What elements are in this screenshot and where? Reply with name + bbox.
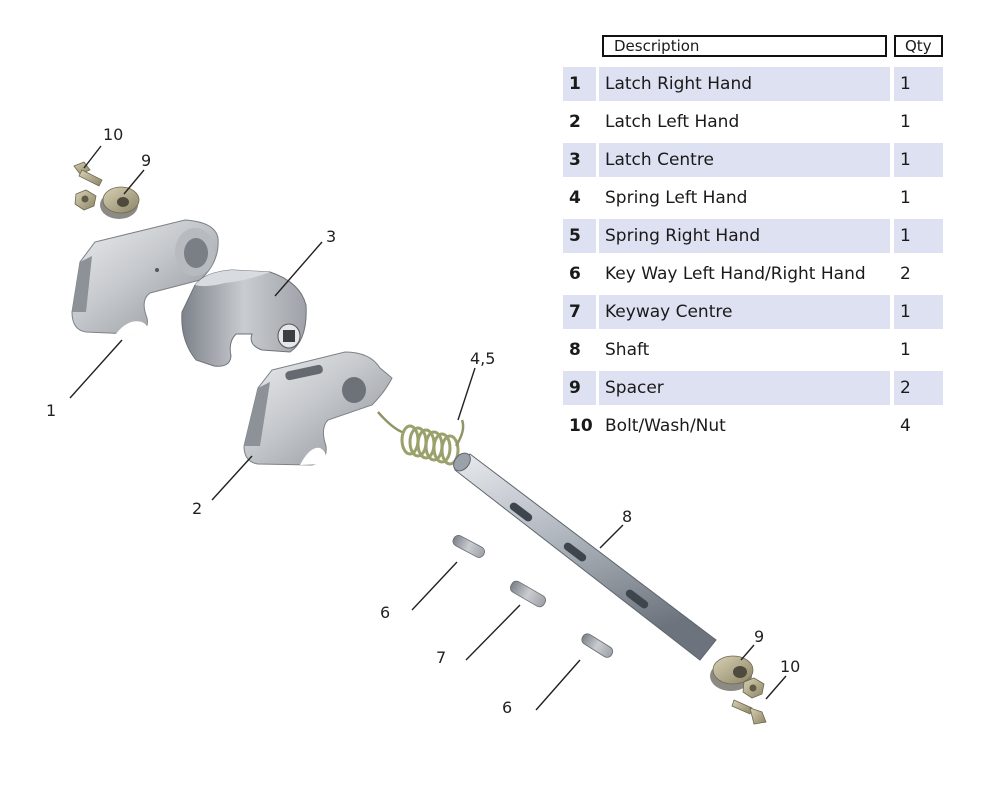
row-description: Latch Left Hand <box>605 112 740 132</box>
row-number: 1 <box>563 67 596 101</box>
row-qty: 1 <box>894 219 943 253</box>
latch-centre-icon <box>181 269 307 367</box>
callout-spring: 4,5 <box>470 349 495 368</box>
table-row: 10 Bolt/Wash/Nut 4 <box>563 409 943 443</box>
callout-latch-right: 1 <box>46 401 56 420</box>
row-qty: 1 <box>894 295 943 329</box>
table-row: 9 Spacer 2 <box>563 371 943 405</box>
row-description: Key Way Left Hand/Right Hand <box>605 264 866 284</box>
row-number: 9 <box>563 371 596 405</box>
callout-shaft: 8 <box>622 507 632 526</box>
row-number: 7 <box>563 295 596 329</box>
table-row: 1 Latch Right Hand 1 <box>563 67 943 101</box>
callout-bolt-top: 10 <box>103 125 123 144</box>
row-description: Spring Left Hand <box>605 188 748 208</box>
row-description: Latch Centre <box>599 143 890 177</box>
callout-spacer-bottom: 9 <box>754 627 764 646</box>
table-row: 4 Spring Left Hand 1 <box>563 181 943 215</box>
spacer-bottom-icon <box>710 655 754 691</box>
row-qty: 1 <box>900 112 911 132</box>
row-number: 10 <box>569 416 593 436</box>
latch-right-hand-icon <box>71 219 219 335</box>
table-row: 6 Key Way Left Hand/Right Hand 2 <box>563 257 943 291</box>
table-row: 7 Keyway Centre 1 <box>563 295 943 329</box>
callout-key-left: 6 <box>380 603 390 622</box>
row-number: 8 <box>569 340 581 360</box>
row-description: Bolt/Wash/Nut <box>605 416 726 436</box>
row-qty: 1 <box>900 188 911 208</box>
table-row: 3 Latch Centre 1 <box>563 143 943 177</box>
bolt-top-icon <box>73 161 103 211</box>
row-qty: 1 <box>900 340 911 360</box>
table-row: 5 Spring Right Hand 1 <box>563 219 943 253</box>
table-row: 2 Latch Left Hand 1 <box>563 105 943 139</box>
row-number: 5 <box>563 219 596 253</box>
callout-latch-left: 2 <box>192 499 202 518</box>
row-description: Spring Right Hand <box>599 219 890 253</box>
callout-key-right: 6 <box>502 698 512 717</box>
callout-spacer-top: 9 <box>141 151 151 170</box>
row-number: 2 <box>569 112 581 132</box>
row-qty: 1 <box>894 67 943 101</box>
row-description: Latch Right Hand <box>599 67 890 101</box>
key-centre-icon <box>509 580 547 608</box>
key-right-icon <box>581 633 614 658</box>
callout-bolt-bottom: 10 <box>780 657 800 676</box>
row-description: Spacer <box>599 371 890 405</box>
key-left-icon <box>452 534 485 558</box>
callout-latch-centre: 3 <box>326 227 336 246</box>
row-qty: 2 <box>894 371 943 405</box>
table-row: 8 Shaft 1 <box>563 333 943 367</box>
table-header-qty: Qty <box>894 35 943 57</box>
row-qty: 2 <box>900 264 911 284</box>
table-header-description: Description <box>602 35 887 57</box>
row-qty: 4 <box>900 416 911 436</box>
row-qty: 1 <box>894 143 943 177</box>
leader-lines <box>69 145 787 711</box>
latch-left-hand-icon <box>243 351 393 466</box>
row-description: Shaft <box>605 340 650 360</box>
spring-icon <box>377 411 465 466</box>
row-description: Keyway Centre <box>599 295 890 329</box>
row-number: 6 <box>569 264 581 284</box>
row-number: 3 <box>563 143 596 177</box>
spacer-top-icon <box>100 186 140 219</box>
shaft-icon <box>453 452 717 661</box>
callout-key-centre: 7 <box>436 648 446 667</box>
bolt-bottom-icon <box>731 677 767 725</box>
row-number: 4 <box>569 188 581 208</box>
